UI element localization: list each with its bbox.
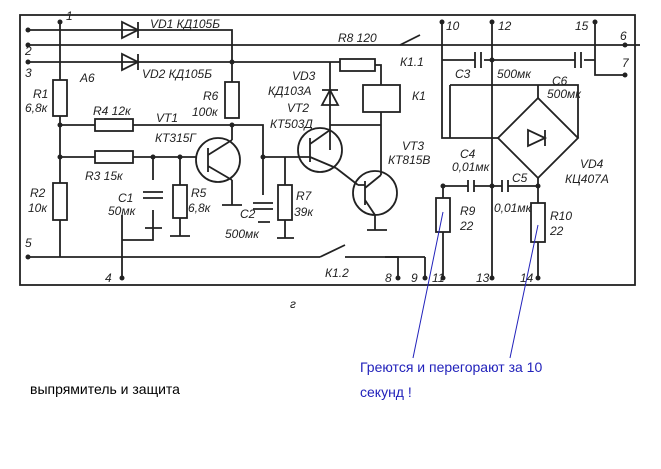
terminal-9: 9 xyxy=(411,271,418,285)
vt1-type: КТ315Г xyxy=(155,131,197,145)
c6-value: 500мк xyxy=(547,87,582,101)
r5-value: 6,8к xyxy=(188,201,212,215)
k1-1-label: К1.1 xyxy=(400,55,424,69)
terminal-11: 11 xyxy=(432,271,444,285)
annotation-line-2: секунд ! xyxy=(360,384,412,400)
resistors xyxy=(52,58,546,243)
vt2-label: VT2 xyxy=(287,101,309,115)
r1-value: 6,8к xyxy=(25,101,49,115)
figure-letter: г xyxy=(290,297,296,311)
r8-label: R8 120 xyxy=(338,31,377,45)
r7-label: R7 xyxy=(296,189,313,203)
diode-vd2 xyxy=(121,52,141,72)
c1-value: 50мк xyxy=(108,204,137,218)
vt3-label: VT3 xyxy=(402,139,424,153)
r3-label: R3 15к xyxy=(85,169,124,183)
r7-value: 39к xyxy=(294,205,314,219)
block-label: A6 xyxy=(79,71,95,85)
relay-contacts xyxy=(319,34,421,258)
junction-dots xyxy=(25,19,628,281)
r9-value: 22 xyxy=(459,219,474,233)
caption-rectifier-protection: выпрямитель и защита xyxy=(30,381,180,397)
vd3-type: КД103А xyxy=(268,84,312,98)
terminal-6: 6 xyxy=(620,29,627,43)
capacitors-and-grounds xyxy=(143,52,582,239)
annotation-line-1: Греются и перегорают за 10 xyxy=(360,359,543,375)
r2-label: R2 xyxy=(30,186,46,200)
wires xyxy=(28,22,640,278)
c2-label: C2 xyxy=(240,207,256,221)
annotation-pointer-lines xyxy=(412,211,539,359)
board-outline xyxy=(19,14,636,286)
vt3-type: КТ815В xyxy=(388,153,430,167)
r9-label: R9 xyxy=(460,204,476,218)
vd2-label: VD2 КД105Б xyxy=(142,67,212,81)
relay-coil-k1 xyxy=(362,84,401,113)
terminal-4: 4 xyxy=(105,271,112,285)
c5-value: 0,01мк xyxy=(494,201,533,215)
schematic-labels: 1 2 3 4 5 6 7 8 9 10 11 12 13 14 15 A6 V… xyxy=(24,9,630,311)
terminal-2: 2 xyxy=(24,44,32,58)
c4-value: 0,01мк xyxy=(452,160,491,174)
c6-label: C6 xyxy=(552,74,568,88)
k1-2-label: К1.2 xyxy=(325,266,349,280)
diode-vd3 xyxy=(320,88,340,106)
transistors xyxy=(195,127,398,216)
r6-value: 100к xyxy=(192,105,219,119)
diode-vd1 xyxy=(121,20,141,40)
vt1-label: VT1 xyxy=(156,111,178,125)
r10-label: R10 xyxy=(550,209,572,223)
r4-label: R4 12к xyxy=(93,104,132,118)
terminal-1: 1 xyxy=(66,9,73,23)
c2-value: 500мк xyxy=(225,227,260,241)
r2-value: 10к xyxy=(28,201,48,215)
vd4-label: VD4 xyxy=(580,157,604,171)
r6-label: R6 xyxy=(203,89,219,103)
terminal-8: 8 xyxy=(385,271,392,285)
k1-label: К1 xyxy=(412,89,426,103)
terminal-10: 10 xyxy=(446,19,460,33)
terminal-7: 7 xyxy=(622,56,630,70)
r1-label: R1 xyxy=(33,87,48,101)
terminal-13: 13 xyxy=(476,271,490,285)
vd4-type: КЦ407А xyxy=(565,172,609,186)
terminal-3: 3 xyxy=(25,66,32,80)
c4-label: C4 xyxy=(460,147,476,161)
vd1-label: VD1 КД105Б xyxy=(150,17,220,31)
vd3-label: VD3 xyxy=(292,69,316,83)
c5-label: C5 xyxy=(512,171,528,185)
diode-bridge-vd4 xyxy=(496,96,580,180)
r10-value: 22 xyxy=(549,224,564,238)
vt2-type: КТ503Д xyxy=(270,117,313,131)
terminal-15: 15 xyxy=(575,19,589,33)
terminal-5: 5 xyxy=(25,236,32,250)
r5-label: R5 xyxy=(191,186,207,200)
c3-value: 500мк xyxy=(497,67,532,81)
c3-label: C3 xyxy=(455,67,471,81)
terminal-12: 12 xyxy=(498,19,512,33)
c1-label: C1 xyxy=(118,191,133,205)
